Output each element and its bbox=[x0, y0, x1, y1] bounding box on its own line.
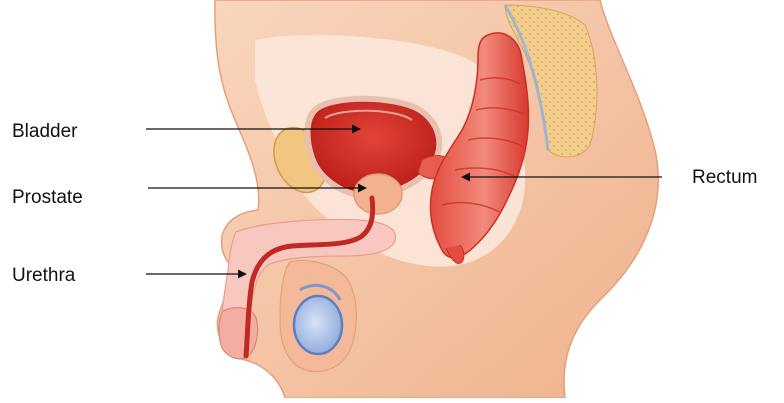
testis bbox=[294, 296, 342, 354]
prostate bbox=[354, 174, 402, 214]
label-urethra: Urethra bbox=[12, 266, 75, 285]
label-rectum: Rectum bbox=[692, 168, 757, 187]
label-bladder: Bladder bbox=[12, 122, 78, 141]
glans bbox=[219, 308, 258, 359]
label-prostate: Prostate bbox=[12, 188, 83, 207]
